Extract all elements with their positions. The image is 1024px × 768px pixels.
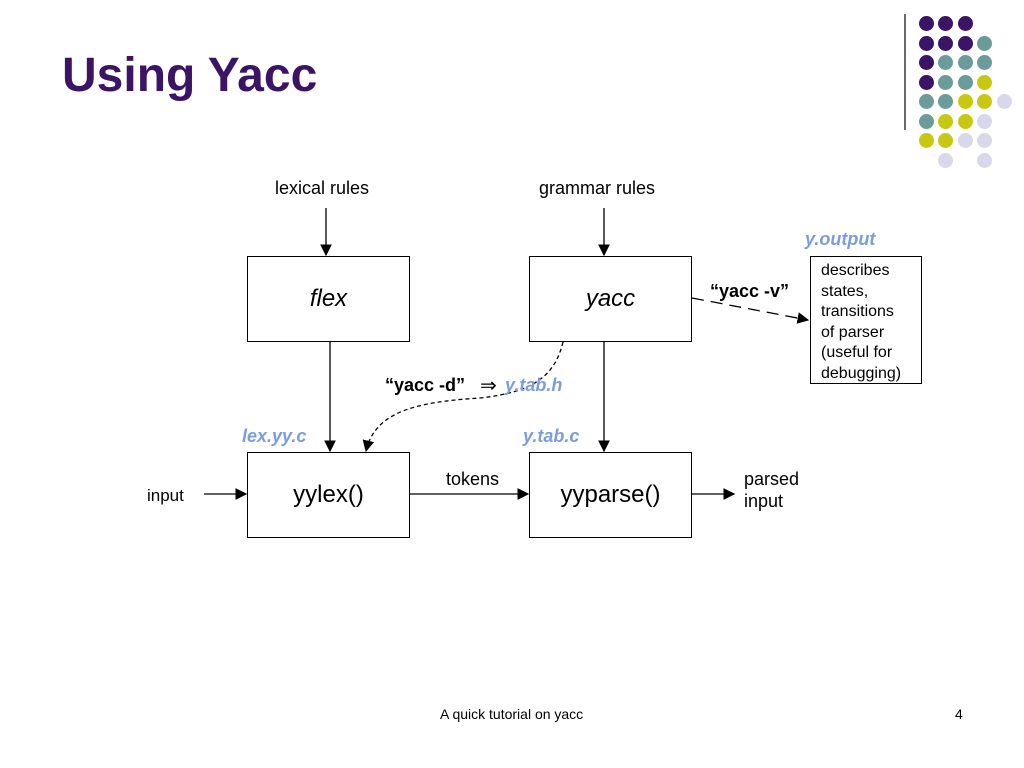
lexical-rules-label: lexical rules [275,178,370,198]
decorative-dot [938,55,953,70]
decorative-dot [938,152,953,168]
note-line: (useful for [821,344,893,361]
decorative-dot [938,113,953,129]
decorative-dot [977,35,992,51]
decorative-dot [977,74,992,90]
yylex-label: yylex() [293,481,364,508]
decorative-dot [938,94,953,109]
decorative-dot [918,55,934,70]
yacc-v-command: “yacc -v” [710,281,790,301]
decorative-dot [918,16,934,31]
decorative-dot [977,133,992,148]
decorative-dot [977,55,992,70]
yylex-box: yylex() [247,452,410,538]
page-title: Using Yacc [62,49,318,102]
decorative-dot [957,133,973,148]
note-line: of parser [821,323,885,341]
decorative-dot [918,133,934,148]
footer-text: A quick tutorial on yacc [440,706,584,722]
decorative-dot [977,94,992,109]
grammar-rules-label: grammar rules [539,178,656,198]
decorative-dot [957,16,973,31]
yacc-label: yacc [585,285,636,312]
yyparse-label: yyparse() [560,481,661,508]
yyparse-box: yyparse() [529,452,692,538]
decorative-dot [918,74,934,90]
divider-line [904,14,906,130]
decorative-dot [977,152,992,168]
decorative-dot [938,133,953,148]
decorative-dot [918,35,934,51]
decorative-dot [957,94,973,109]
tokens-label: tokens [446,469,500,489]
note-line: transitions [821,303,894,320]
implies-icon: ⇒ [480,375,497,397]
decorative-dot [996,94,1012,109]
decorative-dot [957,74,973,90]
decorative-dot [977,113,992,129]
decorative-dot [938,35,953,51]
y-output-description-box: describes states, transitions of parser … [810,256,922,384]
arrow-yacc-d-to-yylex [362,341,564,453]
parsed-input-line-1: parsed [744,469,800,489]
decorative-dot [918,113,934,129]
decorative-dot [938,16,953,31]
decorative-dot [957,35,973,51]
input-label: input [147,486,184,505]
flex-box: flex [247,256,410,342]
decorative-dot [918,94,934,109]
y-tab-h-label: y.tab.h [505,375,563,395]
flex-label: flex [309,285,348,312]
note-line: states, [821,282,869,300]
lex-yy-c-label: lex.yy.c [242,426,307,446]
parsed-input-label: parsed input [744,469,799,512]
parsed-input-line-2: input [744,490,784,511]
decorative-dot [957,55,973,70]
decorative-dot [957,113,973,129]
page-number: 4 [955,706,963,722]
y-tab-c-label: y.tab.c [523,426,580,446]
yacc-box: yacc [529,256,692,342]
y-output-label: y.output [805,229,876,249]
decorative-dot [938,74,953,90]
note-line: debugging) [821,364,902,382]
arrow-yacc-v-to-y-output [691,297,810,324]
note-line: describes [821,262,890,279]
yacc-d-command: “yacc -d” [385,375,466,395]
